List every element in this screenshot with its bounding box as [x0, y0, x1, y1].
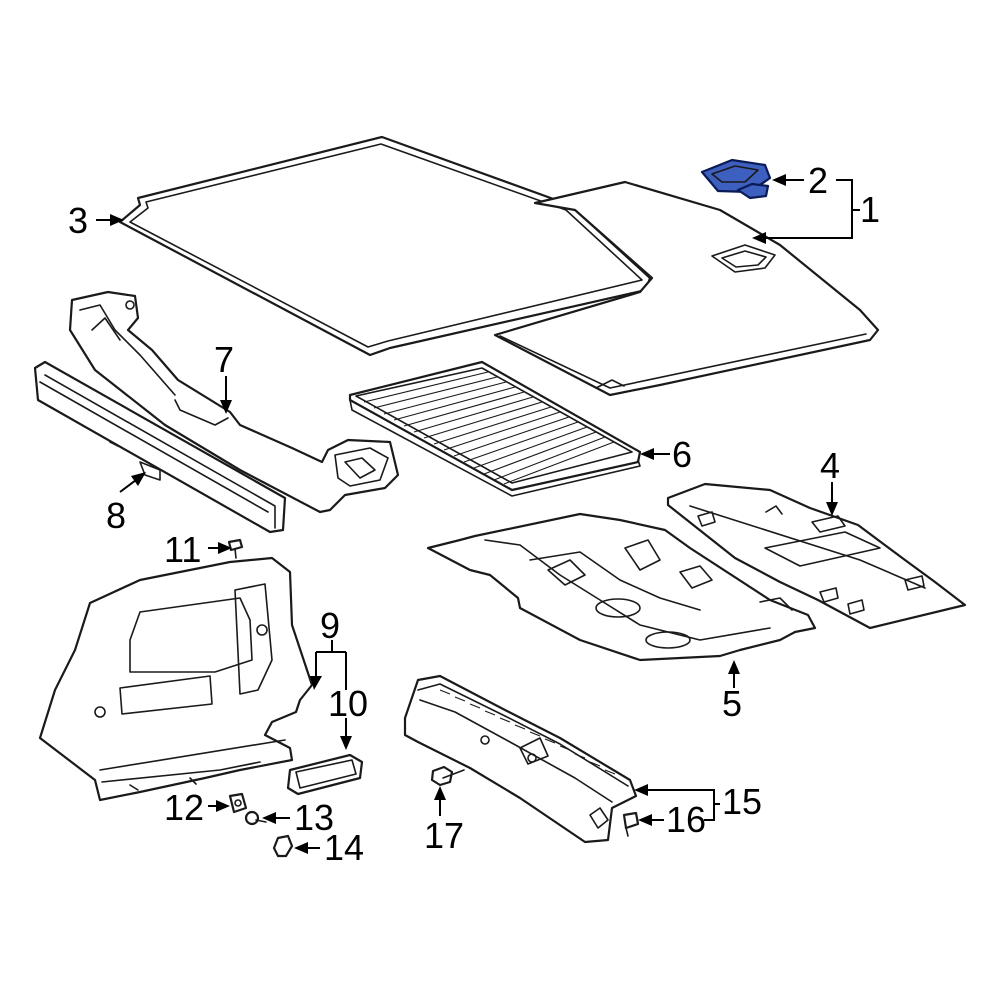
part-13-screw: [244, 810, 267, 826]
callout-5: 5: [722, 683, 742, 724]
part-14-grommet: [272, 834, 294, 858]
callout-16: 16: [666, 799, 706, 840]
callout-12: 12: [164, 787, 204, 828]
callout-14: 14: [324, 827, 364, 868]
part-5-floor-pan: [426, 512, 817, 662]
callout-15: 15: [722, 781, 762, 822]
part-7-side-trim: [68, 290, 400, 514]
part-11-clip: [227, 538, 244, 559]
callout-4: 4: [820, 445, 840, 486]
leader-lines: [96, 174, 860, 854]
part-1-cargo-cover: [493, 180, 880, 397]
part-12-nut: [228, 792, 248, 814]
callout-11: 11: [164, 529, 201, 570]
callout-6: 6: [672, 434, 692, 475]
part-4-floor-panel: [666, 482, 967, 630]
part-2-handle: [700, 158, 772, 200]
part-10-pad: [286, 753, 364, 796]
callout-labels: 1 2 3 4 5 6 7 8 9 10 11 12 13 14 15 16 1…: [68, 160, 880, 868]
part-15-sill-plate: [403, 674, 638, 844]
callout-2: 2: [808, 160, 828, 201]
callout-8: 8: [106, 495, 126, 536]
part-17-bolt: [430, 765, 465, 787]
callout-3: 3: [68, 200, 88, 241]
part-6-cargo-tray: [348, 360, 642, 497]
callout-9: 9: [320, 605, 340, 646]
callout-13: 13: [294, 797, 334, 838]
part-9-quarter-trim: [38, 556, 314, 802]
callout-1: 1: [860, 189, 880, 230]
callout-10: 10: [328, 683, 368, 724]
part-16-clip: [622, 811, 640, 837]
callout-17: 17: [424, 815, 464, 856]
part-8-sill-trim: [33, 360, 287, 534]
callout-7: 7: [214, 339, 234, 380]
